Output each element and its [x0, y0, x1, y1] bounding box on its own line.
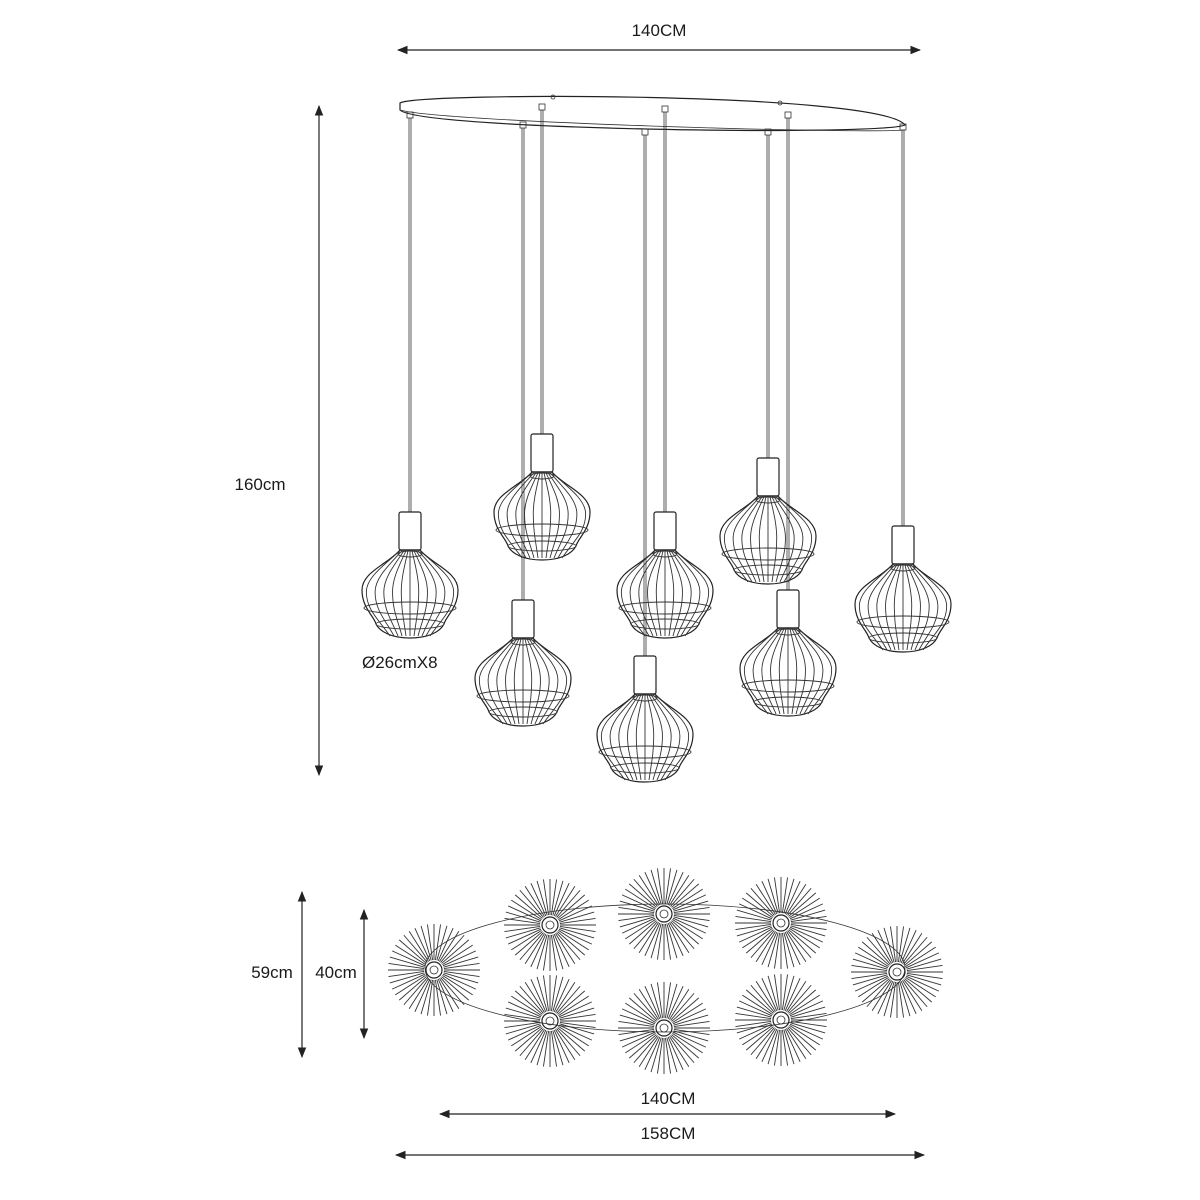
pendant-lamp	[361, 111, 459, 639]
lamp-socket	[511, 599, 535, 639]
top-view-shade	[618, 982, 710, 1074]
pendant-lamp	[854, 123, 952, 653]
inner-width-label: 140CM	[641, 1089, 696, 1108]
pendant-group	[361, 103, 952, 783]
top-view-shade	[504, 975, 596, 1067]
wire-shade	[739, 627, 837, 717]
outer-width-label: 158CM	[641, 1124, 696, 1143]
top-view-shade	[735, 877, 827, 969]
wire-shade	[361, 549, 459, 639]
wire-shade	[854, 563, 952, 653]
inner-depth-label: 40cm	[315, 963, 357, 982]
front-height-label: 160cm	[234, 475, 285, 494]
pendant-lamp	[493, 103, 591, 561]
pendant-lamp	[474, 121, 572, 727]
top-view-shade	[618, 868, 710, 960]
shade-diameter-label: Ø26cmX8	[362, 653, 438, 672]
wire-shade	[616, 549, 714, 639]
pendant-lamp	[739, 111, 837, 717]
pendant-lamp	[616, 105, 714, 639]
top-view-canopy-outline	[424, 903, 906, 1033]
ceiling-canopy	[399, 94, 906, 132]
lamp-socket	[891, 525, 915, 565]
lamp-socket	[756, 457, 780, 497]
wire-shade	[474, 637, 572, 727]
top-view-shade	[504, 879, 596, 971]
top-view-shade-group	[388, 868, 943, 1074]
pendant-lamp	[719, 128, 817, 585]
wire-shade	[493, 471, 591, 561]
top-view-shade	[735, 974, 827, 1066]
wire-shade	[596, 693, 694, 783]
wire-shade	[719, 495, 817, 585]
top-view: 59cm 40cm 140CM 158CM	[251, 868, 943, 1160]
top-view-shade	[851, 926, 943, 1018]
pendant-lamp	[596, 128, 694, 783]
lamp-socket	[633, 655, 657, 695]
top-view-shade	[388, 924, 480, 1016]
outer-depth-label: 59cm	[251, 963, 293, 982]
front-width-label: 140CM	[632, 21, 687, 40]
lamp-socket	[653, 511, 677, 551]
lamp-socket	[530, 433, 554, 473]
lamp-socket	[398, 511, 422, 551]
front-view: 140CM 160cm Ø26cmX8	[234, 21, 952, 783]
lamp-socket	[776, 589, 800, 629]
